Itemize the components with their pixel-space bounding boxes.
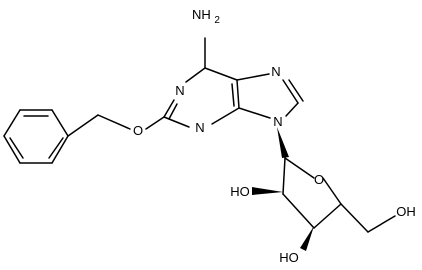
- atom-label-n9: N: [273, 114, 282, 129]
- atom-label-5-hydroxyl: OH: [396, 204, 416, 219]
- benzyloxy-linker: [67, 114, 165, 137]
- atom-label-ring-oxygen: O: [314, 172, 324, 187]
- atom-label-2-hydroxyl: HO: [230, 184, 250, 199]
- ribose-ring: [277, 127, 342, 230]
- benzene-ring: [3, 109, 69, 164]
- amine-label: NH: [192, 7, 211, 22]
- atom-label-ether-oxygen: O: [133, 123, 143, 138]
- imidazole-ring: [236, 73, 304, 119]
- atom-label-n3: N: [195, 120, 204, 135]
- atom-label-n1: N: [175, 83, 184, 98]
- amine-subscript: 2: [214, 15, 220, 26]
- atom-label-3-hydroxyl: HO: [279, 250, 299, 265]
- hydroxyl-bonds: [252, 187, 396, 251]
- pyrimidine-ring: [163, 37, 240, 128]
- atom-label-nh2: NH 2: [192, 7, 220, 26]
- atom-label-n7: N: [271, 64, 280, 79]
